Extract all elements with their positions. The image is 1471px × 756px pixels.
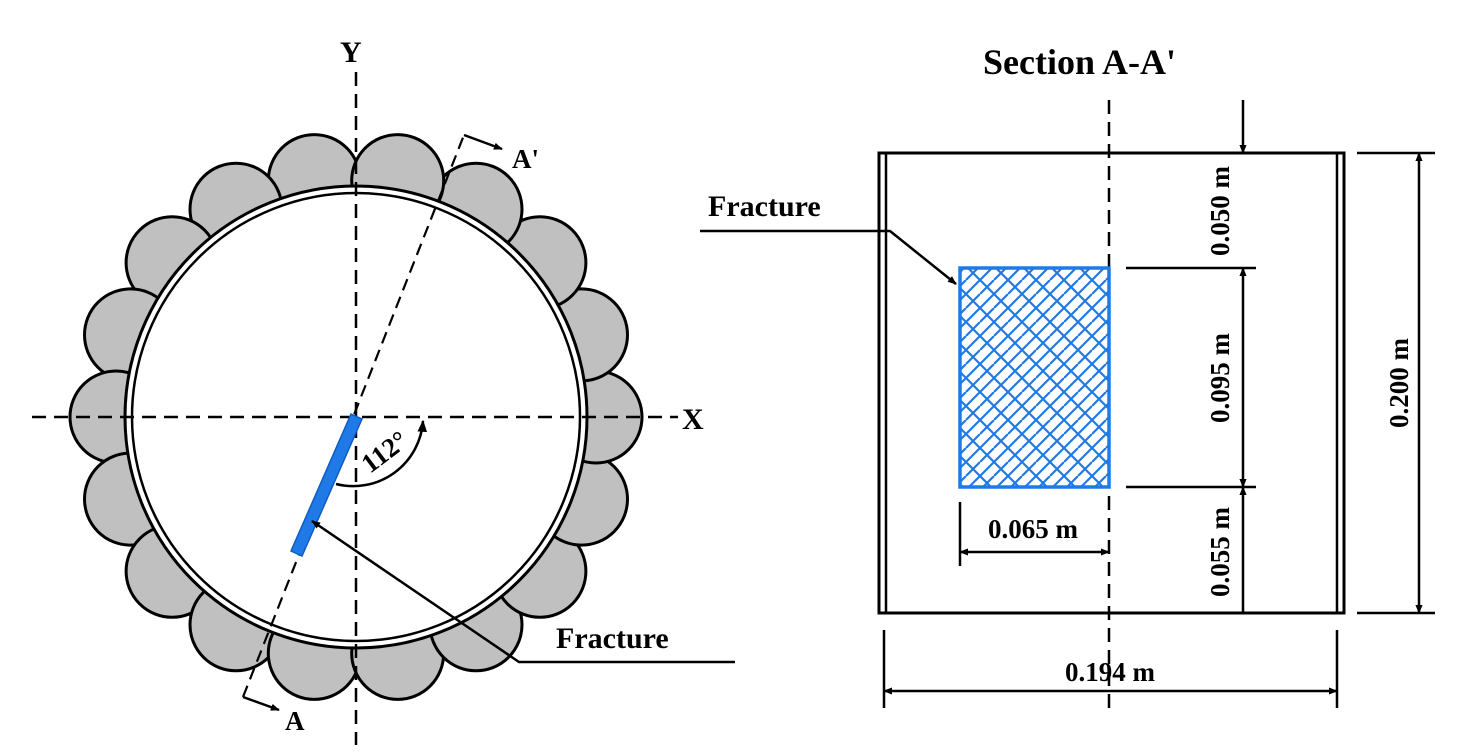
section-end-label: A' bbox=[512, 144, 539, 174]
fracture-label-section: Fracture bbox=[708, 190, 821, 223]
section-start-label: A bbox=[285, 706, 305, 736]
plan-view: Y X A' A 112° Fracture bbox=[32, 36, 735, 745]
dim-bottom-label: 0.055 m bbox=[1205, 507, 1235, 598]
specimen-outline bbox=[877, 151, 1346, 615]
y-axis-label: Y bbox=[340, 36, 362, 69]
section-view: Section A-A' Fracture 0.050 m 0.095 m 0.… bbox=[700, 42, 1435, 712]
section-title: Section A-A' bbox=[983, 42, 1176, 82]
section-end-arrow bbox=[463, 133, 503, 151]
dim-total-height-label: 0.200 m bbox=[1384, 338, 1414, 429]
dim-fracture-width-label: 0.065 m bbox=[988, 514, 1079, 544]
dim-fracture-height-label: 0.095 m bbox=[1205, 333, 1235, 424]
dim-total-width-label: 0.194 m bbox=[1065, 657, 1156, 687]
section-line bbox=[241, 134, 466, 698]
fracture-plan-bar bbox=[290, 413, 363, 557]
fracture-leader-plan bbox=[311, 519, 735, 664]
angle-arc bbox=[335, 419, 428, 488]
section-start-arrow bbox=[242, 695, 280, 712]
fracture-section-area bbox=[958, 266, 1111, 489]
fracture-label-plan: Fracture bbox=[556, 622, 669, 655]
dim-top-label: 0.050 m bbox=[1205, 166, 1235, 257]
x-axis-label: X bbox=[682, 403, 704, 436]
fracture-leader-section bbox=[700, 229, 957, 285]
